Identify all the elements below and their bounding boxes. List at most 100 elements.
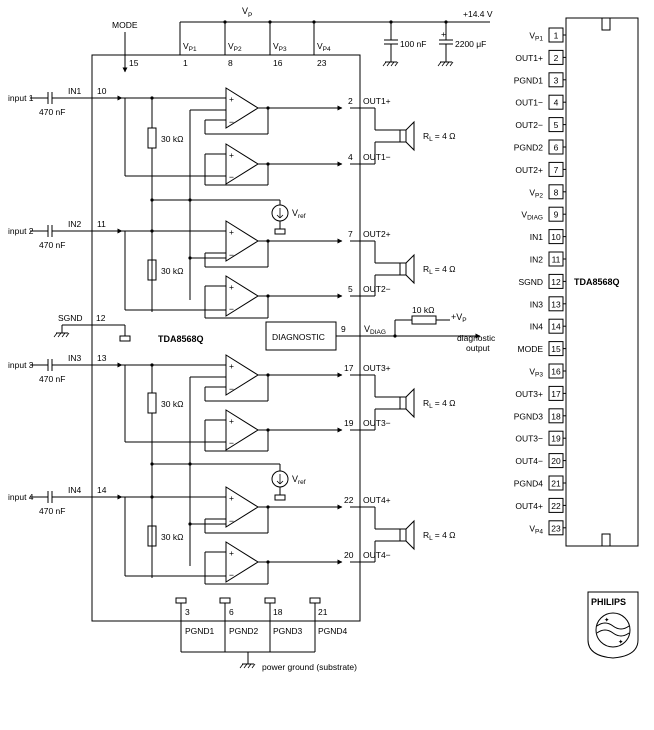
- out2p-pin: 7: [348, 229, 353, 239]
- diag-res-label: 10 kΩ: [412, 305, 434, 315]
- channel-3: [30, 354, 415, 578]
- vp3-label: VP3: [273, 41, 287, 53]
- opamp-plus: +: [229, 361, 234, 371]
- star-icon: ✦: [604, 617, 610, 624]
- vp1-pin: 1: [183, 58, 188, 68]
- res-1-label: 30 kΩ: [161, 134, 183, 144]
- out4n-pin: 20: [344, 550, 354, 560]
- opamp-minus: −: [229, 570, 234, 580]
- opamp-minus: −: [229, 384, 234, 394]
- diagnostic-box-label: DIAGNOSTIC: [272, 332, 325, 342]
- package-pin-number: 2: [554, 53, 559, 63]
- out4n-label: OUT4−: [363, 550, 391, 560]
- cap-100nf-label: 100 nF: [400, 39, 426, 49]
- package-pin-number: 22: [551, 501, 561, 511]
- vref-2: [150, 462, 289, 501]
- sgnd-label: SGND: [58, 313, 83, 323]
- opamp-minus: −: [229, 304, 234, 314]
- package-pin-number: 13: [551, 299, 561, 309]
- package-pin-number: 1: [554, 31, 559, 41]
- package-tab: [601, 533, 611, 547]
- input-3-pin: 13: [97, 353, 107, 363]
- diag-pin: 9: [341, 324, 346, 334]
- package-pin-number: 19: [551, 434, 561, 444]
- pgnd1-pin: 3: [185, 607, 190, 617]
- package-pin-label: IN3: [530, 299, 544, 309]
- out1p-label: OUT1+: [363, 96, 391, 106]
- load-2-label: RL= 4 Ω: [423, 264, 456, 276]
- package-pin-number: 3: [554, 75, 559, 85]
- opamp-plus: +: [229, 493, 234, 503]
- package-pin-number: 14: [551, 322, 561, 332]
- pgnd3-pin: 18: [273, 607, 283, 617]
- package-pin-label: PGND4: [514, 479, 544, 489]
- package-title: TDA8568Q: [574, 277, 620, 287]
- out2n-label: OUT2−: [363, 284, 391, 294]
- out3p-label: OUT3+: [363, 363, 391, 373]
- star-icon: ✦: [618, 639, 624, 646]
- package-pin-label: VP1: [529, 31, 543, 43]
- opamp-minus: −: [229, 516, 234, 526]
- package-pin-label: VDIAG: [521, 210, 543, 222]
- channel-4: [30, 464, 415, 585]
- package-pin-label: OUT3+: [515, 389, 543, 399]
- load-4-label: RL= 4 Ω: [423, 530, 456, 542]
- package-pin-number: 23: [551, 523, 561, 533]
- package-pin-label: IN2: [530, 255, 544, 265]
- pgnd-section: [175, 597, 321, 669]
- package-pin-label: VP4: [529, 523, 543, 535]
- package-pin-number: 8: [554, 187, 559, 197]
- pgnd4-pin: 21: [318, 607, 328, 617]
- vp4-label: VP4: [317, 41, 331, 53]
- package-pin-number: 20: [551, 456, 561, 466]
- package-pin-number: 6: [554, 143, 559, 153]
- package-pin-number: 7: [554, 165, 559, 175]
- opamp-minus: −: [229, 117, 234, 127]
- pgnd4-label: PGND4: [318, 626, 348, 636]
- res-4-label: 30 kΩ: [161, 532, 183, 542]
- package-pin-label: OUT2−: [515, 120, 543, 130]
- package-pin-label: PGND2: [514, 143, 544, 153]
- vdiag-label: VDIAG: [364, 324, 386, 336]
- opamp-plus: +: [229, 150, 234, 160]
- cap-plus-sign: +: [441, 29, 446, 39]
- diag-resistor: [411, 315, 437, 325]
- opamp-minus: −: [229, 250, 234, 260]
- vp2-pin: 8: [228, 58, 233, 68]
- out3n-label: OUT3−: [363, 418, 391, 428]
- package-pin-number: 9: [554, 210, 559, 220]
- out1n-label: OUT1−: [363, 152, 391, 162]
- diag-output-label: diagnostic: [457, 333, 496, 343]
- input-4-pin: 14: [97, 485, 107, 495]
- input-1-pin: 10: [97, 86, 107, 96]
- out3p-pin: 17: [344, 363, 354, 373]
- opamp-plus: +: [229, 416, 234, 426]
- package-pin-number: 18: [551, 411, 561, 421]
- package-tab: [601, 17, 611, 31]
- package-pin-label: PGND3: [514, 411, 544, 421]
- input-3-cap: 470 nF: [39, 374, 65, 384]
- chip-name: TDA8568Q: [158, 334, 204, 344]
- res-2-label: 30 kΩ: [161, 266, 183, 276]
- vp1-label: VP1: [183, 41, 197, 53]
- package-pin-number: 16: [551, 367, 561, 377]
- input-4-label: input 4: [8, 492, 34, 502]
- package-pin-number: 10: [551, 232, 561, 242]
- out2p-label: OUT2+: [363, 229, 391, 239]
- input-2-in: IN2: [68, 219, 82, 229]
- vref-2-label: Vref: [292, 474, 306, 486]
- pgnd1-label: PGND1: [185, 626, 215, 636]
- channel-2: [30, 200, 415, 319]
- package-pin-label: OUT3−: [515, 434, 543, 444]
- load-1-label: RL= 4 Ω: [423, 131, 456, 143]
- ic-body: [91, 54, 361, 622]
- package-pin-number: 4: [554, 98, 559, 108]
- vp4-pin: 23: [317, 58, 327, 68]
- opamp-minus: −: [229, 438, 234, 448]
- out1p-pin: 2: [348, 96, 353, 106]
- package-pin-label: VP2: [529, 187, 543, 199]
- vp3-pin: 16: [273, 58, 283, 68]
- opamp-plus: +: [229, 548, 234, 558]
- vp2-label: VP2: [228, 41, 242, 53]
